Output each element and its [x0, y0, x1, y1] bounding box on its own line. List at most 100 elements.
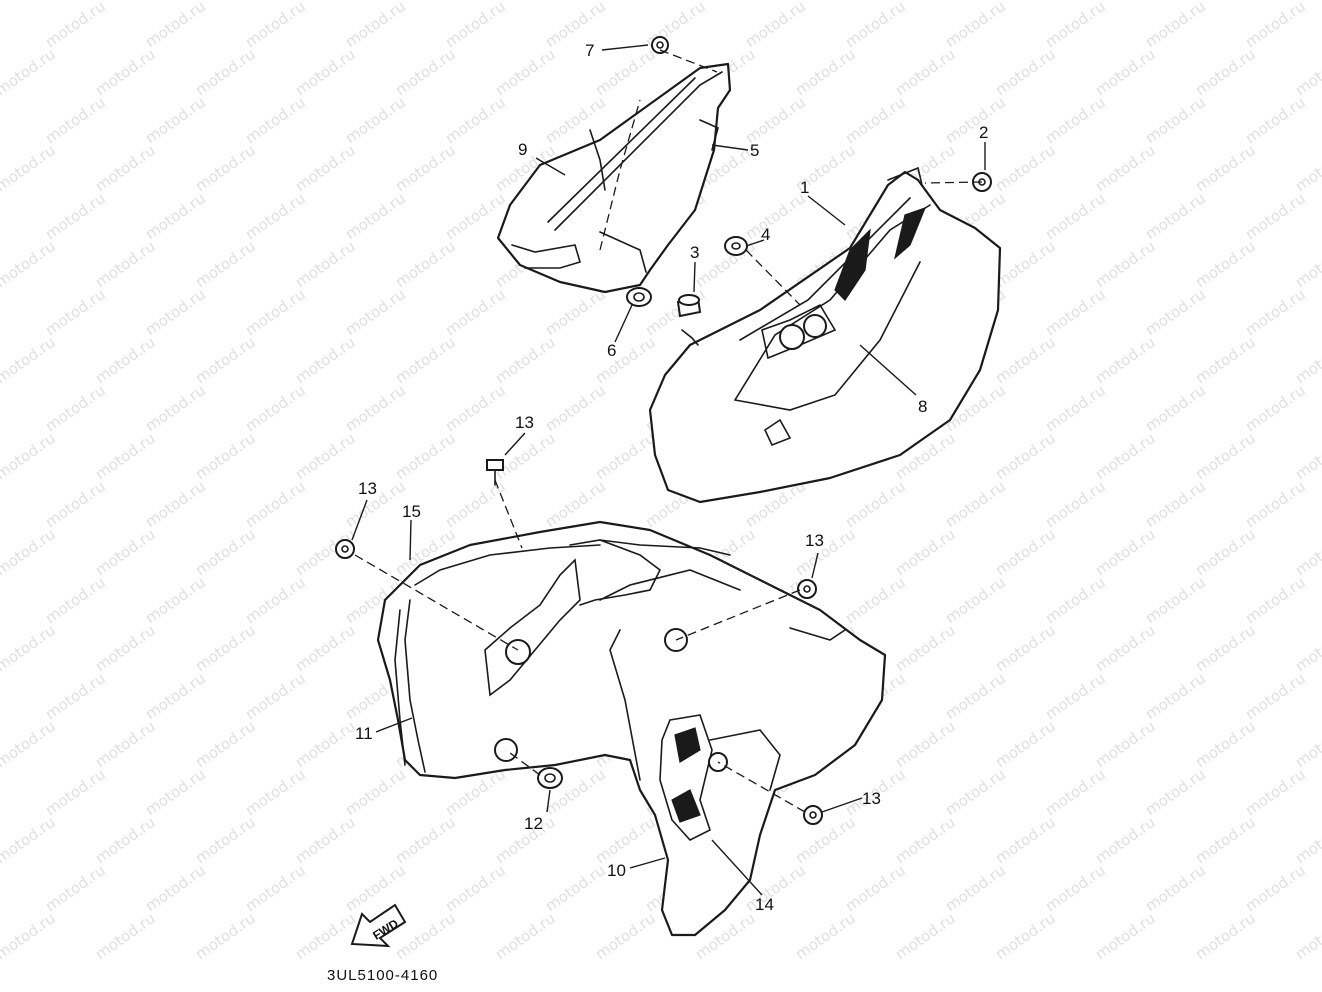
watermark-text: motod.ru	[92, 813, 159, 867]
bolt-13a	[486, 459, 504, 486]
callout-12: 12	[524, 814, 543, 833]
diagram-code: 3UL5100-4160	[327, 967, 438, 984]
watermark-text: motod.ru	[192, 813, 259, 867]
watermark-text: motod.ru	[142, 93, 209, 147]
watermark-text: motod.ru	[892, 621, 959, 675]
watermark-text: motod.ru	[242, 189, 309, 243]
watermark-text: motod.ru	[442, 861, 509, 915]
watermark-text: motod.ru	[1092, 237, 1159, 291]
watermark-text: motod.ru	[92, 333, 159, 387]
watermark-text: motod.ru	[92, 429, 159, 483]
watermark-text: motod.ru	[942, 93, 1009, 147]
watermark-text: motod.ru	[92, 717, 159, 771]
watermark-text: motod.ru	[42, 93, 109, 147]
watermark-text: motod.ru	[242, 765, 309, 819]
hardware	[335, 36, 992, 825]
watermark-text: motod.ru	[1142, 0, 1209, 51]
watermark-text: motod.ru	[442, 93, 509, 147]
watermark-text: motod.ru	[1242, 861, 1309, 915]
watermark-text: motod.ru	[542, 93, 609, 147]
watermark-text: motod.ru	[542, 285, 609, 339]
damper-6	[626, 287, 652, 307]
watermark-text: motod.ru	[0, 525, 59, 579]
watermark-text: motod.ru	[1242, 189, 1309, 243]
watermark-text: motod.ru	[1192, 333, 1259, 387]
callout-11: 11	[355, 724, 373, 743]
watermark-text: motod.ru	[142, 765, 209, 819]
watermark-text: motod.ru	[592, 429, 659, 483]
watermark-text: motod.ru	[1192, 45, 1259, 99]
watermark-text: motod.ru	[142, 285, 209, 339]
watermark-text: motod.ru	[292, 813, 359, 867]
grommet-3	[676, 294, 702, 318]
watermark-text: motod.ru	[1242, 285, 1309, 339]
watermark-text: motod.ru	[242, 381, 309, 435]
watermark-text: motod.ru	[142, 669, 209, 723]
watermark-text: motod.ru	[1192, 813, 1259, 867]
callout-labels: 7 2 9 5 1 3 4 6 8 13 13 15 13 11 13 12 1…	[355, 41, 988, 914]
callout-2: 2	[979, 123, 988, 142]
watermark-text: motod.ru	[1242, 93, 1309, 147]
watermark-text: motod.ru	[1192, 429, 1259, 483]
watermark-text: motod.ru	[542, 381, 609, 435]
watermark-text: motod.ru	[1292, 45, 1322, 99]
watermark-text: motod.ru	[992, 621, 1059, 675]
callout-13-left: 13	[358, 479, 377, 498]
bolt-7	[651, 36, 669, 54]
watermark-text: motod.ru	[1092, 141, 1159, 195]
watermark-text: motod.ru	[792, 909, 859, 963]
watermark-text: motod.ru	[392, 45, 459, 99]
watermark-text: motod.ru	[292, 621, 359, 675]
watermark-text: motod.ru	[292, 45, 359, 99]
watermark-text: motod.ru	[1142, 765, 1209, 819]
watermark-text: motod.ru	[1042, 477, 1109, 531]
watermark-text: motod.ru	[1142, 477, 1209, 531]
watermark-text: motod.ru	[242, 861, 309, 915]
watermark-text: motod.ru	[842, 477, 909, 531]
watermark-text: motod.ru	[192, 237, 259, 291]
watermark-text: motod.ru	[1192, 621, 1259, 675]
watermark-text: motod.ru	[42, 573, 109, 627]
watermark-text: motod.ru	[92, 141, 159, 195]
watermark-text: motod.ru	[142, 573, 209, 627]
watermark-text: motod.ru	[242, 285, 309, 339]
watermark-text: motod.ru	[142, 861, 209, 915]
watermark-text: motod.ru	[1292, 429, 1322, 483]
watermark-text: motod.ru	[492, 333, 559, 387]
watermark-text: motod.ru	[0, 909, 59, 963]
watermark-text: motod.ru	[942, 765, 1009, 819]
watermark-text: motod.ru	[392, 333, 459, 387]
watermark-text: motod.ru	[342, 93, 409, 147]
watermark-text: motod.ru	[592, 333, 659, 387]
watermark-text: motod.ru	[592, 45, 659, 99]
watermark-text: motod.ru	[992, 909, 1059, 963]
watermark-text: motod.ru	[992, 45, 1059, 99]
side-cover-main	[648, 166, 1002, 504]
watermark-text: motod.ru	[92, 525, 159, 579]
watermark-text: motod.ru	[1092, 333, 1159, 387]
watermark-text: motod.ru	[142, 477, 209, 531]
watermark-text: motod.ru	[192, 429, 259, 483]
callout-13-top: 13	[515, 413, 534, 432]
watermark-text: motod.ru	[42, 765, 109, 819]
watermark-text: motod.ru	[892, 909, 959, 963]
watermark-text: motod.ru	[192, 525, 259, 579]
watermark-text: motod.ru	[0, 717, 59, 771]
watermark-text: motod.ru	[1142, 573, 1209, 627]
watermark-text: motod.ru	[192, 621, 259, 675]
watermark-text: motod.ru	[0, 45, 59, 99]
watermark-text: motod.ru	[192, 141, 259, 195]
watermark-text: motod.ru	[392, 429, 459, 483]
watermark-text: motod.ru	[1042, 0, 1109, 51]
watermark-text: motod.ru	[92, 45, 159, 99]
watermark-text: motod.ru	[842, 93, 909, 147]
watermark-text: motod.ru	[342, 0, 409, 51]
watermark-text: motod.ru	[1142, 285, 1209, 339]
watermark-text: motod.ru	[1092, 45, 1159, 99]
watermark-text: motod.ru	[192, 333, 259, 387]
assembly-lines	[354, 49, 983, 813]
watermark-text: motod.ru	[242, 477, 309, 531]
watermark-text: motod.ru	[442, 381, 509, 435]
watermark-text: motod.ru	[992, 525, 1059, 579]
watermark-text: motod.ru	[1092, 813, 1159, 867]
